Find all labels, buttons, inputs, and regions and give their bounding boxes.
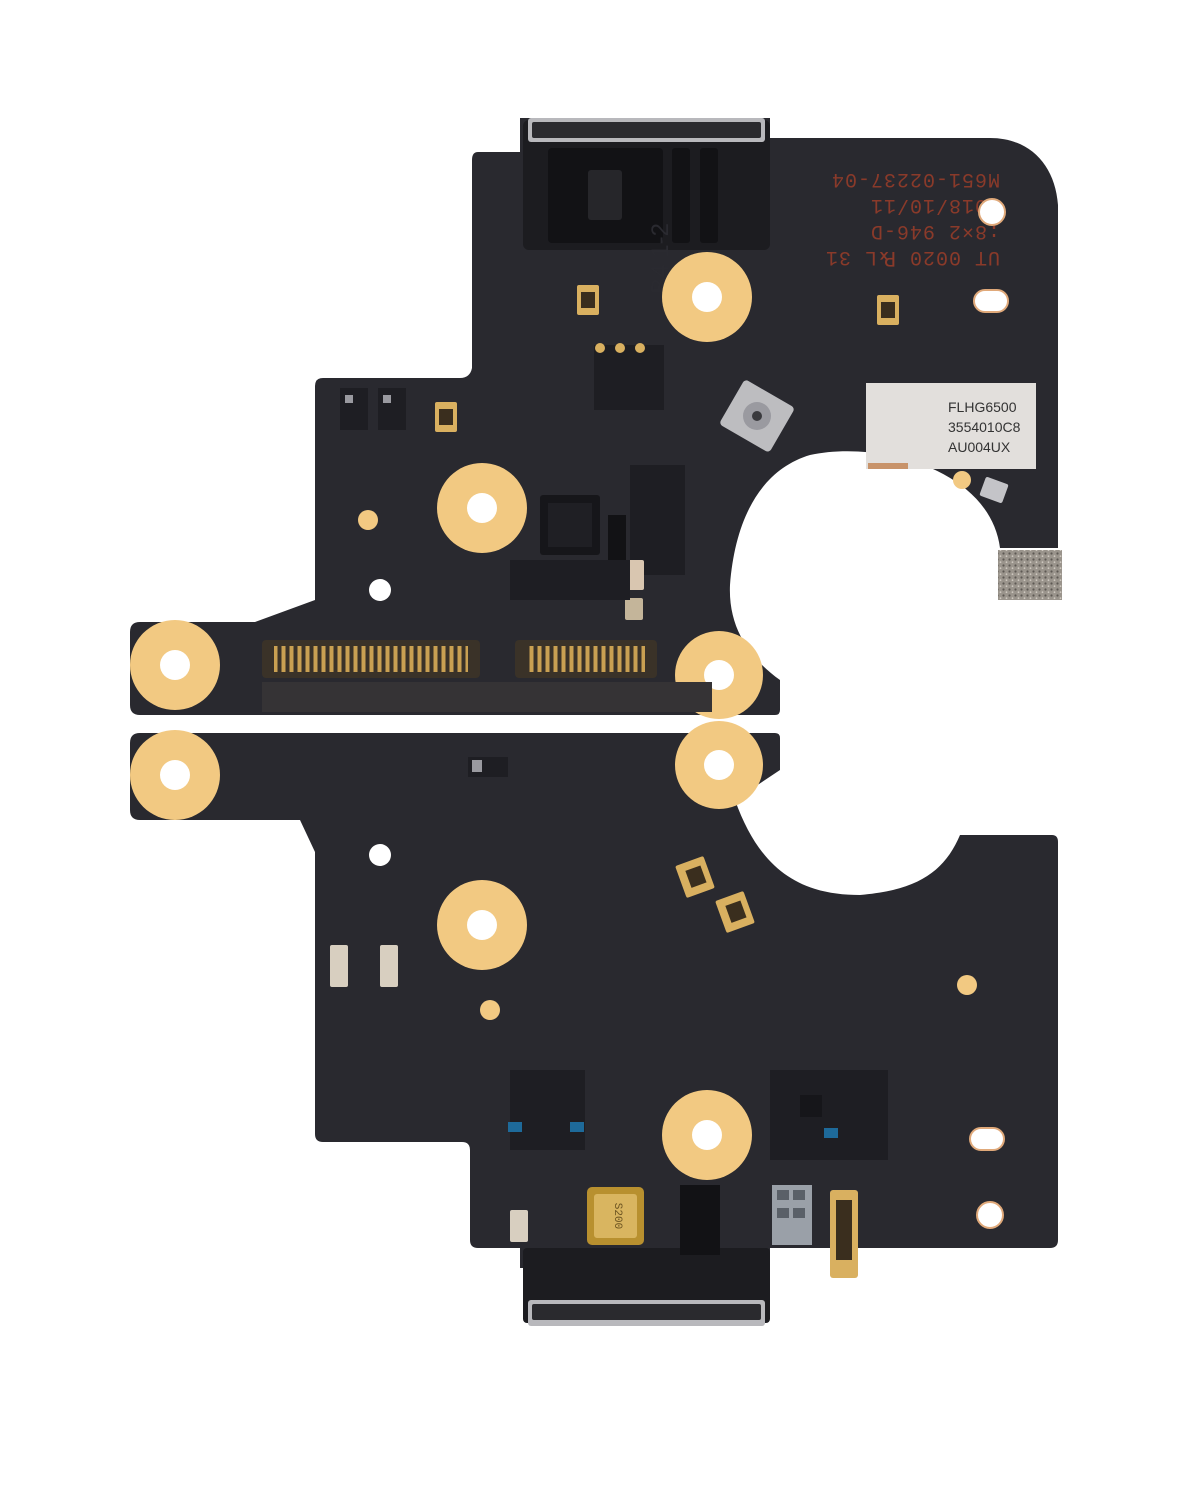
sticker-line-3: AU004UX bbox=[948, 439, 1011, 455]
crystal-marking: S200 bbox=[611, 1203, 623, 1229]
label-sticker: FLHG6500 3554010C8 AU004UX bbox=[866, 383, 1036, 469]
silkscreen-line-1: UT 0020 ℞L 31 bbox=[825, 245, 1000, 268]
silkscreen-line-2: :8×2 946-D bbox=[870, 219, 1000, 242]
silkscreen-line-3: 2018/10/11 bbox=[870, 193, 1000, 216]
bottom-components bbox=[468, 757, 888, 1245]
top-board-substrate bbox=[130, 118, 1058, 715]
silkscreen-text: UT 0020 ℞L 31 :8×2 946-D 2018/10/11 M651… bbox=[825, 167, 1000, 268]
top-mounting-holes bbox=[369, 198, 1009, 601]
bottom-mounting-holes bbox=[369, 844, 1005, 1229]
mesh-foam bbox=[998, 550, 1062, 600]
bottom-gold-pads bbox=[130, 721, 977, 1180]
top-gold-clips bbox=[435, 285, 899, 432]
bottom-gold-clips bbox=[330, 856, 858, 1278]
sticker-line-1: FLHG6500 bbox=[948, 399, 1017, 415]
sticker-line-2: 3554010C8 bbox=[948, 419, 1021, 435]
top-connector-module: B4 1-2 bbox=[523, 118, 770, 294]
coax-connector bbox=[720, 380, 794, 452]
top-components bbox=[340, 343, 685, 620]
bottom-connector-module bbox=[523, 1185, 770, 1326]
bottom-board: S200 bbox=[130, 721, 1058, 1326]
silkscreen-line-4: M651-02237-04 bbox=[831, 167, 1000, 190]
board-connectors bbox=[262, 640, 712, 712]
crystal-oscillator: S200 bbox=[587, 1187, 644, 1245]
top-board: B4 1-2 UT 0020 ℞L 31 :8×2 946-D 2018/10/… bbox=[130, 118, 1062, 719]
